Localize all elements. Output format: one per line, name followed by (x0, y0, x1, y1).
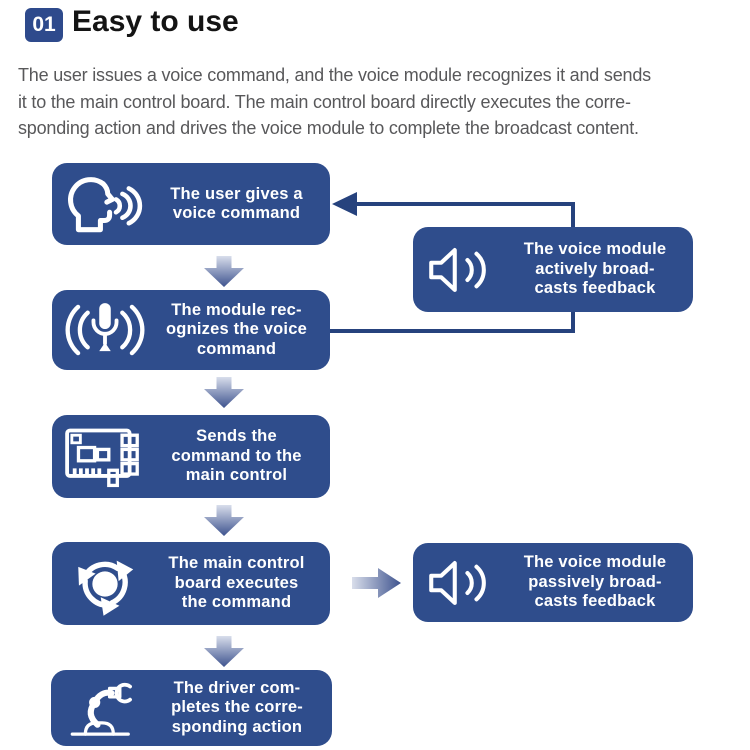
intro-paragraph: The user issues a voice command, and the… (18, 62, 746, 142)
microphone-icon (52, 299, 157, 361)
feedback-label: The voice module passively broad- casts … (523, 553, 667, 611)
robot-arm-icon (51, 675, 156, 741)
intro-line: The user issues a voice command, and the… (18, 65, 651, 85)
step-label: The driver com- pletes the corre- spondi… (171, 678, 303, 736)
right-arrow-icon (352, 568, 401, 598)
step-label: Sends the command to the main control (171, 427, 302, 485)
feedback-box-passive: The voice module passively broad- casts … (413, 543, 693, 622)
feedback-label: The voice module actively broad- casts f… (523, 240, 667, 298)
step-box-driver-action: The driver com- pletes the corre- spondi… (51, 670, 332, 746)
step-box-module-recognizes: The module rec- ognizes the voice comman… (52, 290, 330, 370)
page-title: Easy to use (72, 5, 239, 38)
intro-line: sponding action and drives the voice mod… (18, 118, 639, 138)
circuit-board-icon (52, 421, 157, 493)
head-voice-icon (52, 171, 157, 237)
section-number-badge: 01 (25, 8, 63, 42)
step-label: The user gives a voice command (170, 184, 303, 223)
feedback-box-active: The voice module actively broad- casts f… (413, 227, 693, 312)
cycle-arrows-icon (52, 548, 157, 620)
down-arrow-icon (204, 636, 244, 667)
feedback-loop-arrowhead-icon (332, 192, 357, 216)
step-label: The main control board executes the comm… (168, 554, 305, 612)
step-box-board-executes: The main control board executes the comm… (52, 542, 330, 625)
down-arrow-icon (204, 256, 244, 287)
step-box-send-main-control: Sends the command to the main control (52, 415, 330, 498)
down-arrow-icon (204, 377, 244, 408)
step-box-user-command: The user gives a voice command (52, 163, 330, 245)
down-arrow-icon (204, 505, 244, 536)
intro-line: it to the main control board. The main c… (18, 91, 631, 112)
step-label: The module rec- ognizes the voice comman… (166, 300, 307, 358)
speaker-icon (413, 555, 511, 611)
speaker-icon (413, 242, 511, 298)
